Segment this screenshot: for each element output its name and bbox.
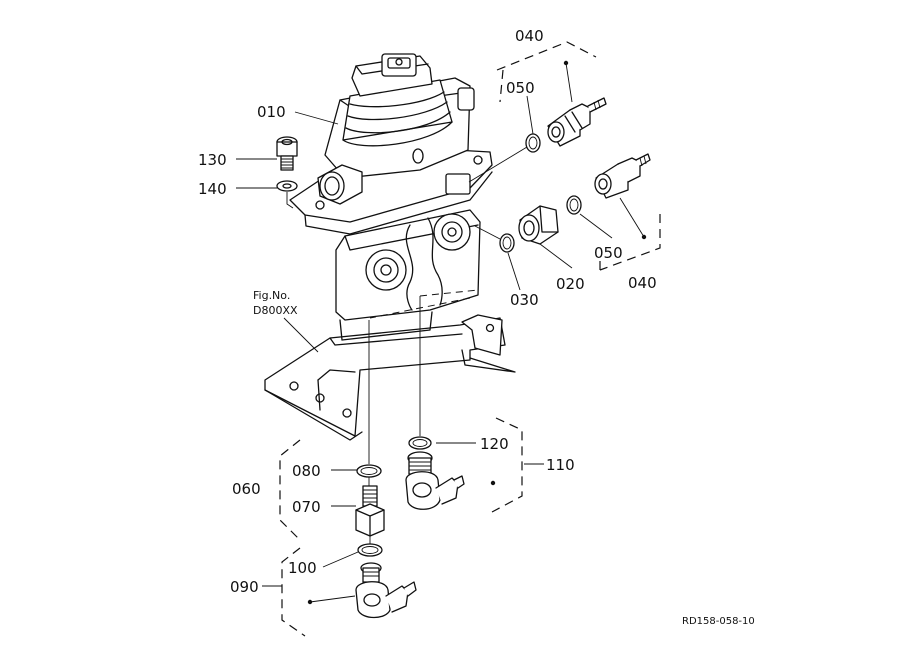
callout-090: 090 (230, 578, 259, 596)
hose-fitting-040-top (547, 97, 607, 147)
figure-ref-line2: D800XX (253, 304, 298, 317)
callout-030: 030 (510, 291, 539, 309)
callout-060: 060 (232, 480, 261, 498)
callout-070: 070 (292, 498, 321, 516)
callout-100: 100 (288, 559, 317, 577)
callout-110: 110 (546, 456, 575, 474)
callout-040-bottom: 040 (628, 274, 657, 292)
callout-130: 130 (198, 151, 227, 169)
callout-120: 120 (480, 435, 509, 453)
callout-050-top: 050 (506, 79, 535, 97)
callout-040-top: 040 (515, 27, 544, 45)
o-ring-120 (408, 436, 432, 450)
o-ring-050-top (525, 133, 541, 153)
drawing-code: RD158-058-10 (682, 616, 755, 627)
o-ring-080 (356, 464, 382, 478)
hose-fitting-040-bottom (594, 153, 651, 199)
leader-lines (236, 95, 613, 587)
elbow-fitting-110 (405, 451, 465, 510)
o-ring-100 (357, 543, 383, 557)
callout-140: 140 (198, 180, 227, 198)
callout-020: 020 (556, 275, 585, 293)
valve-body (289, 53, 493, 341)
callout-050-bottom: 050 (594, 244, 623, 262)
callout-010: 010 (257, 103, 286, 121)
rubber-boot (342, 53, 453, 147)
o-ring-030 (499, 233, 515, 253)
mounting-bracket (264, 314, 516, 441)
figure-ref-line1: Fig.No. (253, 289, 290, 302)
adapter-070 (355, 485, 385, 537)
o-ring-050-bottom (566, 195, 582, 215)
adapter-020 (518, 205, 559, 245)
bolt-130 (276, 136, 298, 171)
washer-140 (276, 180, 298, 192)
callout-080: 080 (292, 462, 321, 480)
elbow-fitting-090 (355, 562, 417, 619)
